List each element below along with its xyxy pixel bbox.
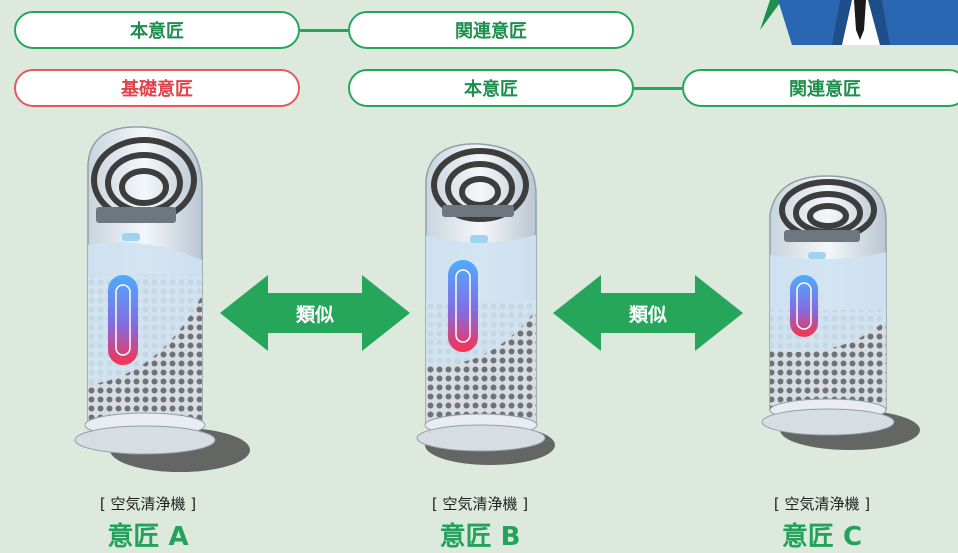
product-b-caption: [ 空気清浄機 ]	[431, 495, 529, 513]
similarity-label-bc: 類似	[628, 304, 667, 326]
air-purifier-c-illustration	[761, 175, 920, 450]
row2-connector	[634, 87, 682, 90]
row2-base-design-pill: 基礎意匠	[14, 69, 300, 107]
similarity-arrow-ab	[220, 275, 410, 351]
product-c-caption: [ 空気清浄機 ]	[773, 495, 871, 513]
product-a-caption: [ 空気清浄機 ]	[99, 495, 197, 513]
similarity-arrow-bc	[553, 275, 743, 351]
row2-main-design-pill: 本意匠	[348, 69, 634, 107]
similarity-label-ab: 類似	[295, 304, 334, 326]
row1-main-design-pill: 本意匠	[14, 11, 300, 49]
row2-related-design-pill: 関連意匠	[682, 69, 958, 107]
row1-connector	[300, 29, 348, 32]
design-a-label: 意匠 A	[107, 522, 189, 552]
design-c-label: 意匠 C	[781, 522, 863, 552]
design-b-label: 意匠 B	[439, 522, 521, 552]
air-purifier-a-illustration	[74, 126, 250, 472]
air-purifier-b-illustration	[416, 143, 555, 465]
row1-related-design-pill: 関連意匠	[348, 11, 634, 49]
person-illustration	[760, 0, 958, 45]
